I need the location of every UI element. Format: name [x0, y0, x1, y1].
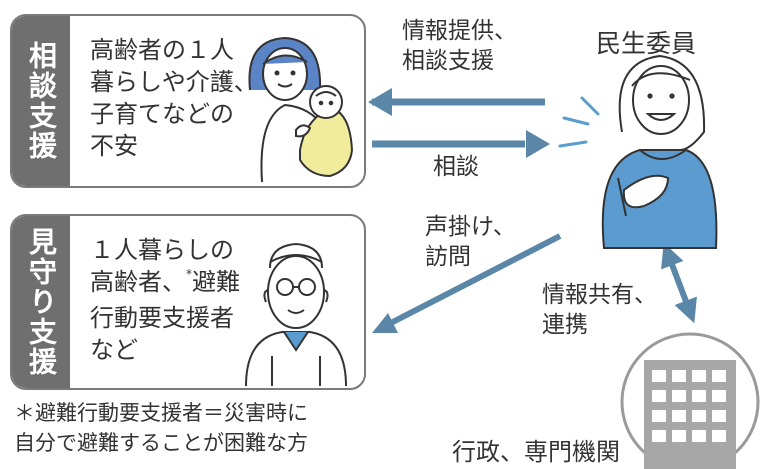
consultation-support-text: 高齢者の１人 暮らしや介護、 子育てなどの 不安: [90, 36, 258, 160]
arrow-to-client-head: [368, 88, 392, 116]
info-provision-label: 情報提供、 相談支援: [402, 18, 517, 74]
volunteer-label: 民生委員: [596, 29, 697, 58]
watch-support-text-rest: 避難 行動要支援者 など: [90, 268, 240, 364]
mother-baby-illustration: [248, 36, 354, 183]
elderly-man-illustration: [245, 242, 347, 387]
volunteer-illustration: [601, 54, 718, 249]
watch-support-tab: [12, 216, 70, 388]
watch-support-label: 見守り支援: [25, 227, 58, 377]
consultation-support-box: 相談支援 高齢者の１人 暮らしや介護、 子育てなどの 不安: [10, 14, 366, 188]
speech-lines: [558, 96, 600, 148]
arrow-visit-head: [372, 313, 398, 333]
footnote-marker: *: [186, 267, 192, 281]
consultation-label: 相談: [433, 154, 479, 180]
watch-support-text: １人暮らしの 高齢者、*避難 行動要支援者 など: [90, 234, 270, 366]
agency-label: 行政、専門機関: [452, 438, 620, 466]
info-share-label: 情報共有、 連携: [542, 282, 657, 338]
arrow-share: [661, 242, 697, 324]
watch-support-text-line1: １人暮らしの 高齢者、: [90, 236, 234, 296]
footnote: ＊避難行動要支援者＝災害時に 自分で避難することが困難な方: [14, 401, 308, 455]
arrow-visit: [383, 233, 562, 329]
visit-label: 声掛け、 訪問: [425, 214, 516, 270]
arrow-to-volunteer-head: [526, 130, 550, 158]
building-icon: [620, 332, 760, 469]
consultation-support-label: 相談支援: [25, 41, 58, 161]
consultation-support-tab: [12, 16, 70, 186]
